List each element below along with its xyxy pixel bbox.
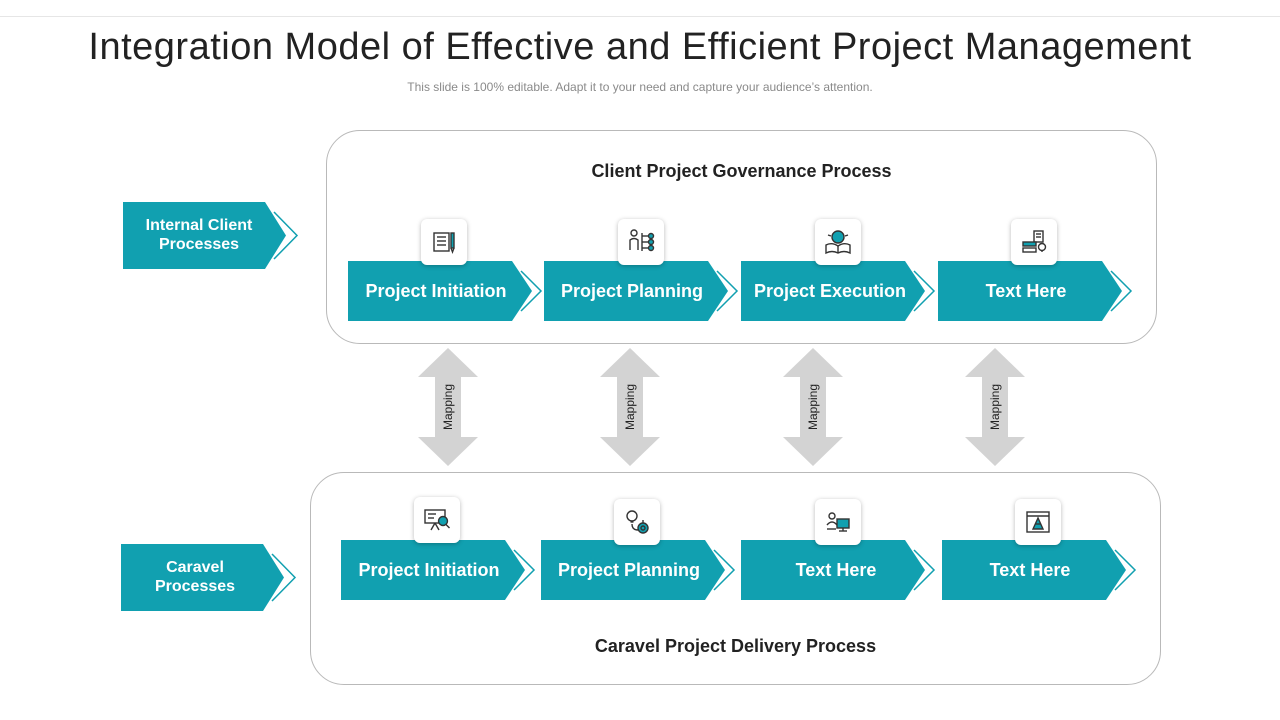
top-step-3: Project Execution: [741, 261, 937, 321]
side-label-chevron-shape: [123, 202, 299, 269]
side-label-internal-client: Internal Client Processes: [123, 202, 300, 269]
side-label-caravel: Caravel Processes: [121, 544, 298, 611]
step-chevron-shape: [938, 261, 1133, 321]
step-label: Project Execution: [753, 280, 907, 301]
notebook-pen-icon: [421, 219, 467, 265]
bottom-step-4: Text Here: [942, 540, 1138, 600]
top-step-2: Project Planning: [544, 261, 740, 321]
browser-cone-icon: [1015, 499, 1061, 545]
mapping-label: Mapping: [988, 383, 1002, 431]
mapping-arrow-4: Mapping: [964, 348, 1026, 466]
bottom-step-1: Project Initiation: [341, 540, 537, 600]
double-arrow-shape: [965, 348, 1025, 466]
slide-title: Integration Model of Effective and Effic…: [88, 26, 1192, 68]
person-flowchart-icon: [618, 219, 664, 265]
mapping-arrow-1: Mapping: [417, 348, 479, 466]
mapping-arrow-2: Mapping: [599, 348, 661, 466]
bottom-step-2: Project Planning: [541, 540, 737, 600]
step-chevron-shape: [741, 261, 936, 321]
step-label: Project Initiation: [358, 559, 500, 580]
monitor-people-icon: [815, 499, 861, 545]
double-arrow-shape: [418, 348, 478, 466]
step-label: Text Here: [985, 280, 1067, 301]
step-chevron-shape: [741, 540, 936, 600]
step-label: Project Planning: [560, 280, 704, 301]
step-chevron-shape: [942, 540, 1137, 600]
side-label-text: Caravel Processes: [154, 559, 236, 595]
mapping-arrow-3: Mapping: [782, 348, 844, 466]
step-chevron-shape: [341, 540, 536, 600]
mapping-label: Mapping: [441, 383, 455, 431]
double-arrow-shape: [783, 348, 843, 466]
slide-subtitle: This slide is 100% editable. Adapt it to…: [407, 80, 873, 94]
brain-book-icon: [815, 219, 861, 265]
mapping-label: Mapping: [806, 383, 820, 431]
step-label: Project Planning: [557, 559, 701, 580]
double-arrow-shape: [600, 348, 660, 466]
side-label-chevron-shape: [121, 544, 297, 611]
top-step-4: Text Here: [938, 261, 1134, 321]
bottom-step-3: Text Here: [741, 540, 937, 600]
step-chevron-shape: [544, 261, 739, 321]
step-chevron-shape: [348, 261, 543, 321]
documents-bulb-icon: [1011, 219, 1057, 265]
top-divider-line: [0, 16, 1280, 17]
top-step-1: Project Initiation: [348, 261, 544, 321]
step-chevron-shape: [541, 540, 736, 600]
presentation-search-icon: [414, 497, 460, 543]
bulb-target-icon: [614, 499, 660, 545]
step-label: Text Here: [989, 559, 1071, 580]
mapping-label: Mapping: [623, 383, 637, 431]
bottom-panel-title: Caravel Project Delivery Process: [594, 636, 877, 656]
step-label: Project Initiation: [365, 280, 507, 301]
step-label: Text Here: [795, 559, 877, 580]
top-panel-title: Client Project Governance Process: [591, 161, 892, 181]
side-label-text: Internal Client Processes: [145, 217, 253, 253]
